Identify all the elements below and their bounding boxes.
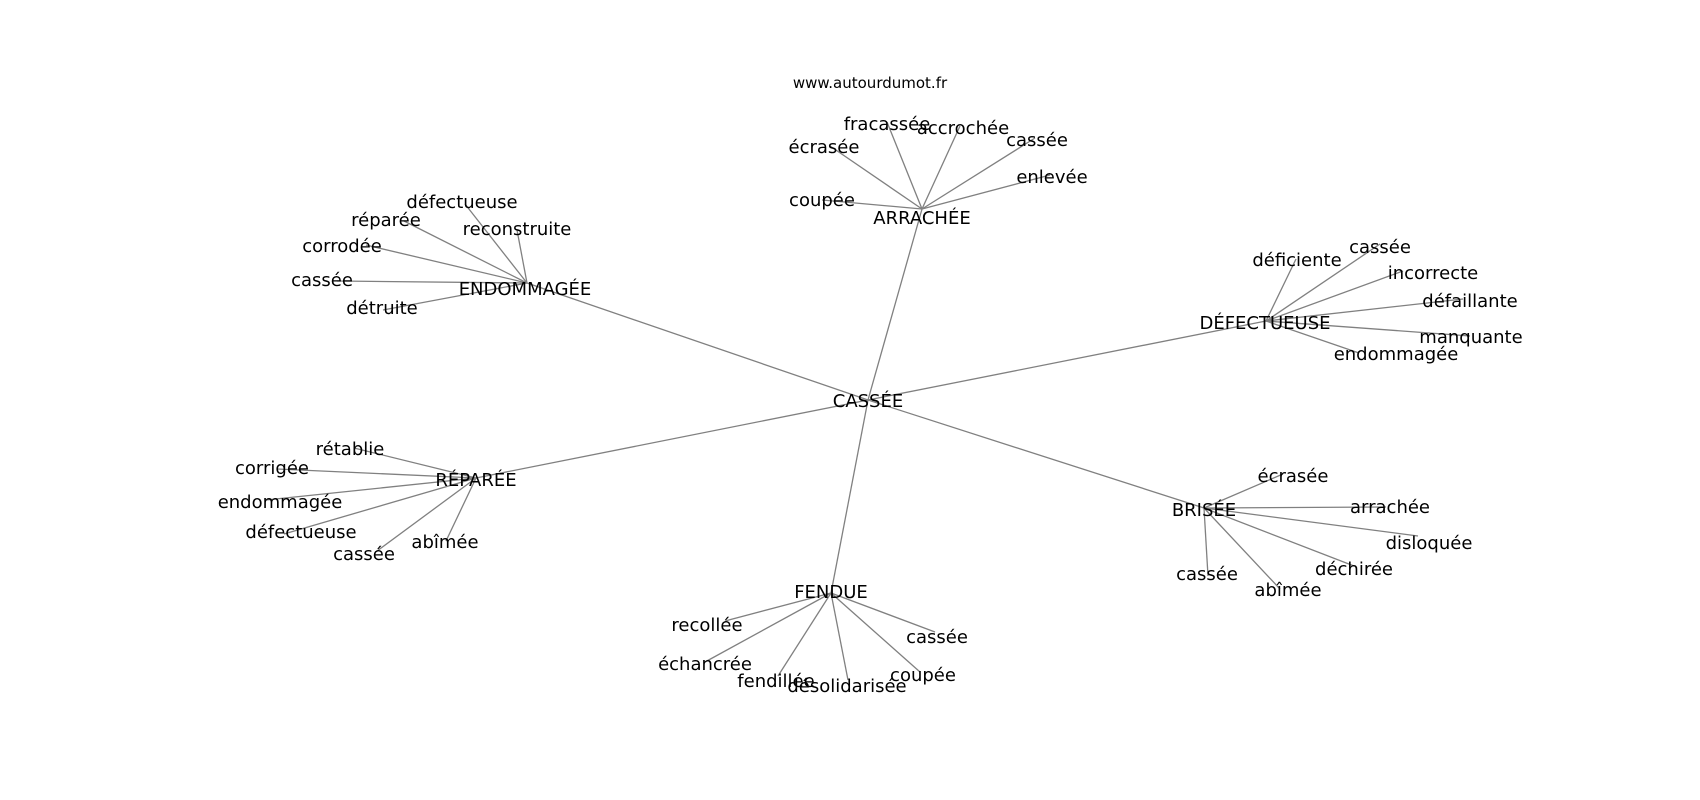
- edge-defectueuse-leaf-2: [1265, 270, 1404, 322]
- edge-arrachee-leaf-2: [921, 137, 1036, 210]
- leaf-word-defectueuse-3[interactable]: défaillante: [1422, 291, 1517, 312]
- edge-root-fendue: [830, 399, 869, 594]
- edge-defectueuse-leaf-3: [1265, 298, 1464, 322]
- edge-reparee-leaf-3: [283, 477, 477, 535]
- cluster-word-reparee[interactable]: RÉPARÉE: [435, 469, 516, 491]
- cluster-word-brisee[interactable]: BRISÉE: [1172, 499, 1236, 521]
- leaf-word-fendue-0[interactable]: recollée: [671, 615, 742, 636]
- leaf-word-defectueuse-2[interactable]: incorrecte: [1388, 263, 1479, 284]
- edge-reparee-leaf-4: [376, 477, 477, 552]
- leaf-word-endommagee-5[interactable]: détruite: [346, 298, 418, 319]
- cluster-word-endommagee[interactable]: ENDOMMAGÉE: [459, 278, 592, 300]
- root-word-label: CASSÉE: [833, 390, 903, 412]
- edge-root-endommagee: [526, 282, 869, 401]
- edge-endommagee-leaf-3: [365, 244, 528, 284]
- edge-fendue-leaf-3: [777, 592, 832, 677]
- leaf-word-defectueuse-0[interactable]: cassée: [1349, 237, 1411, 258]
- leaf-word-brisee-3[interactable]: déchirée: [1315, 559, 1393, 580]
- leaf-word-brisee-1[interactable]: arrachée: [1350, 497, 1430, 518]
- edge-reparee-leaf-1: [276, 468, 477, 479]
- leaf-word-arrachee-1[interactable]: accrochée: [917, 118, 1009, 139]
- edge-arrachee-leaf-1: [921, 125, 961, 210]
- edge-defectueuse-leaf-1: [1265, 258, 1297, 322]
- leaf-word-brisee-4[interactable]: cassée: [1176, 564, 1238, 585]
- leaf-word-fendue-5[interactable]: coupée: [890, 665, 956, 686]
- leaf-word-fendue-3[interactable]: fendillée: [737, 671, 814, 692]
- leaf-word-brisee-0[interactable]: écrasée: [1258, 466, 1329, 487]
- leaf-word-arrachee-0[interactable]: fracassée: [844, 114, 931, 135]
- leaf-word-brisee-2[interactable]: disloquée: [1386, 533, 1473, 554]
- edge-endommagee-leaf-0: [464, 203, 528, 284]
- leaf-word-defectueuse-5[interactable]: endommagée: [1334, 344, 1459, 365]
- edge-defectueuse-leaf-0: [1265, 243, 1381, 322]
- cluster-word-fendue[interactable]: FENDUE: [794, 582, 868, 603]
- cluster-word-arrachee[interactable]: ARRACHÉE: [873, 207, 970, 229]
- edge-brisee-leaf-4: [1203, 507, 1209, 577]
- leaf-word-reparee-2[interactable]: endommagée: [218, 492, 343, 513]
- leaf-word-reparee-0[interactable]: rétablie: [316, 439, 385, 460]
- edge-fendue-leaf-1: [830, 592, 936, 633]
- edge-root-reparee: [475, 399, 869, 479]
- leaf-word-arrachee-4[interactable]: enlevée: [1016, 167, 1087, 188]
- leaf-word-endommagee-4[interactable]: cassée: [291, 270, 353, 291]
- edge-reparee-leaf-2: [265, 477, 477, 501]
- leaf-word-fendue-2[interactable]: échancrée: [658, 654, 752, 675]
- leaf-word-fendue-4[interactable]: désolidarisée: [787, 676, 906, 697]
- edge-arrachee-leaf-4: [921, 174, 1051, 210]
- edge-arrachee-leaf-5: [821, 199, 923, 210]
- site-url-label: www.autourdumot.fr: [793, 74, 948, 92]
- leaf-word-endommagee-3[interactable]: corrodée: [302, 236, 382, 257]
- edge-arrachee-leaf-3: [829, 145, 923, 210]
- graph-labels: www.autourdumot.fr CASSÉE fracasséeaccro…: [218, 74, 1523, 697]
- edge-endommagee-leaf-2: [516, 229, 528, 284]
- edge-brisee-leaf-5: [1203, 507, 1281, 590]
- leaf-word-arrachee-3[interactable]: écrasée: [789, 137, 860, 158]
- edge-brisee-leaf-2: [1203, 507, 1419, 537]
- edge-fendue-leaf-0: [724, 592, 832, 622]
- leaf-word-defectueuse-4[interactable]: manquante: [1419, 327, 1522, 348]
- edge-fendue-leaf-2: [704, 592, 832, 663]
- edge-arrachee-leaf-0: [886, 121, 923, 210]
- edge-endommagee-leaf-4: [336, 280, 528, 284]
- leaf-word-defectueuse-1[interactable]: déficiente: [1252, 250, 1341, 271]
- leaf-word-arrachee-2[interactable]: cassée: [1006, 130, 1068, 151]
- edge-brisee-leaf-1: [1203, 506, 1387, 509]
- leaf-word-endommagee-0[interactable]: défectueuse: [406, 192, 517, 213]
- leaf-word-endommagee-1[interactable]: réparée: [351, 210, 421, 231]
- edge-reparee-leaf-0: [353, 447, 477, 479]
- edge-brisee-leaf-3: [1203, 507, 1355, 567]
- leaf-word-arrachee-5[interactable]: coupée: [789, 190, 855, 211]
- leaf-word-reparee-3[interactable]: défectueuse: [245, 522, 356, 543]
- edge-fendue-leaf-5: [830, 592, 921, 673]
- edge-root-brisee: [867, 399, 1205, 509]
- leaf-word-reparee-5[interactable]: abîmée: [411, 532, 478, 553]
- leaf-word-reparee-1[interactable]: corrigée: [235, 458, 309, 479]
- edge-root-defectueuse: [867, 320, 1267, 401]
- edge-defectueuse-leaf-5: [1265, 320, 1360, 354]
- edge-reparee-leaf-5: [445, 477, 477, 542]
- edge-endommagee-leaf-1: [403, 220, 528, 284]
- edge-endommagee-leaf-5: [382, 282, 528, 311]
- leaf-word-endommagee-2[interactable]: reconstruite: [463, 219, 572, 240]
- graph-edges: [265, 121, 1471, 681]
- edge-brisee-leaf-0: [1203, 473, 1284, 509]
- edge-root-arrachee: [867, 208, 923, 401]
- edge-defectueuse-leaf-4: [1265, 320, 1471, 337]
- cluster-word-defectueuse[interactable]: DÉFECTUEUSE: [1199, 312, 1330, 334]
- edge-fendue-leaf-4: [830, 592, 849, 681]
- leaf-word-brisee-5[interactable]: abîmée: [1254, 580, 1321, 601]
- leaf-word-reparee-4[interactable]: cassée: [333, 544, 395, 565]
- leaf-word-fendue-1[interactable]: cassée: [906, 627, 968, 648]
